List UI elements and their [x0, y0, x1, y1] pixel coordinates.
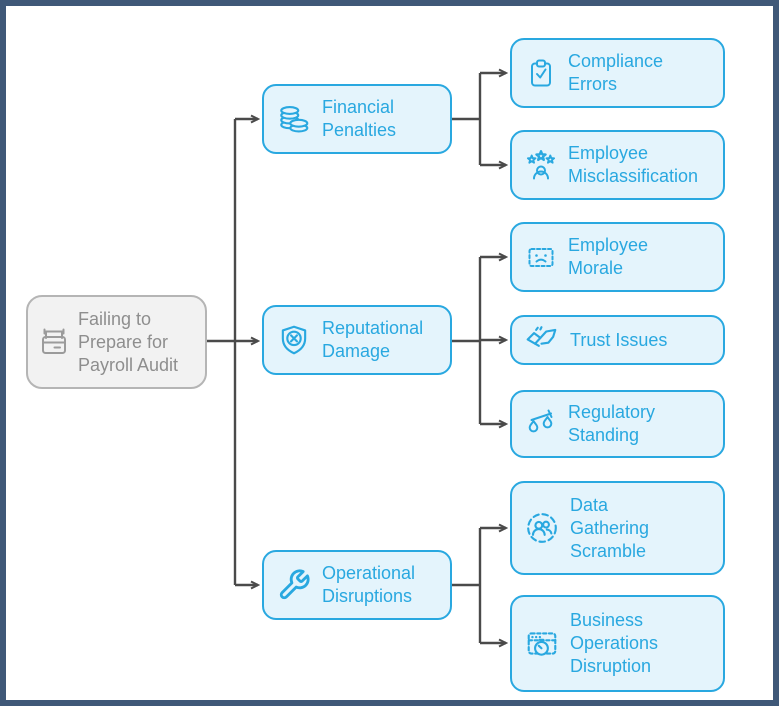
- node-label: Reputational Damage: [322, 318, 424, 361]
- node-compliance-errors[interactable]: Compliance Errors: [510, 38, 725, 108]
- people-circle-icon: [525, 511, 559, 545]
- wrench-icon: [277, 568, 311, 602]
- window-timer-icon: [525, 627, 559, 661]
- calendar-icon: [38, 326, 70, 358]
- node-employee-misclassification[interactable]: Employee Misclassification: [510, 130, 725, 200]
- node-failing-to-prepare[interactable]: Failing to Prepare for Payroll Audit: [26, 295, 207, 389]
- node-trust-issues[interactable]: Trust Issues: [510, 315, 725, 365]
- node-financial-penalties[interactable]: Financial Penalties: [262, 84, 452, 154]
- person-stars-icon: [525, 149, 557, 181]
- connector-lines: [205, 6, 773, 700]
- node-label: Employee Morale: [568, 235, 649, 278]
- shield-x-icon: [277, 323, 311, 357]
- node-label: Business Operations Disruption: [570, 610, 659, 676]
- node-label: Financial Penalties: [322, 97, 397, 140]
- node-regulatory-standing[interactable]: Regulatory Standing: [510, 390, 725, 458]
- coins-icon: [277, 102, 311, 136]
- clipboard-check-icon: [525, 57, 557, 89]
- node-label: Regulatory Standing: [568, 402, 656, 445]
- sad-face-icon: [525, 241, 557, 273]
- node-label: Compliance Errors: [568, 51, 664, 94]
- handshake-icon: [525, 323, 559, 357]
- node-label: Employee Misclassification: [568, 143, 699, 186]
- scales-icon: [525, 408, 557, 440]
- node-business-operations-disruption[interactable]: Business Operations Disruption: [510, 595, 725, 692]
- node-data-gathering-scramble[interactable]: Data Gathering Scramble: [510, 481, 725, 575]
- node-label: Trust Issues: [570, 329, 668, 350]
- node-employee-morale[interactable]: Employee Morale: [510, 222, 725, 292]
- node-label: Data Gathering Scramble: [570, 494, 650, 561]
- node-label: Failing to Prepare for Payroll Audit: [78, 308, 179, 375]
- node-operational-disruptions[interactable]: Operational Disruptions: [262, 550, 452, 620]
- node-label: Operational Disruptions: [322, 563, 416, 606]
- node-reputational-damage[interactable]: Reputational Damage: [262, 305, 452, 375]
